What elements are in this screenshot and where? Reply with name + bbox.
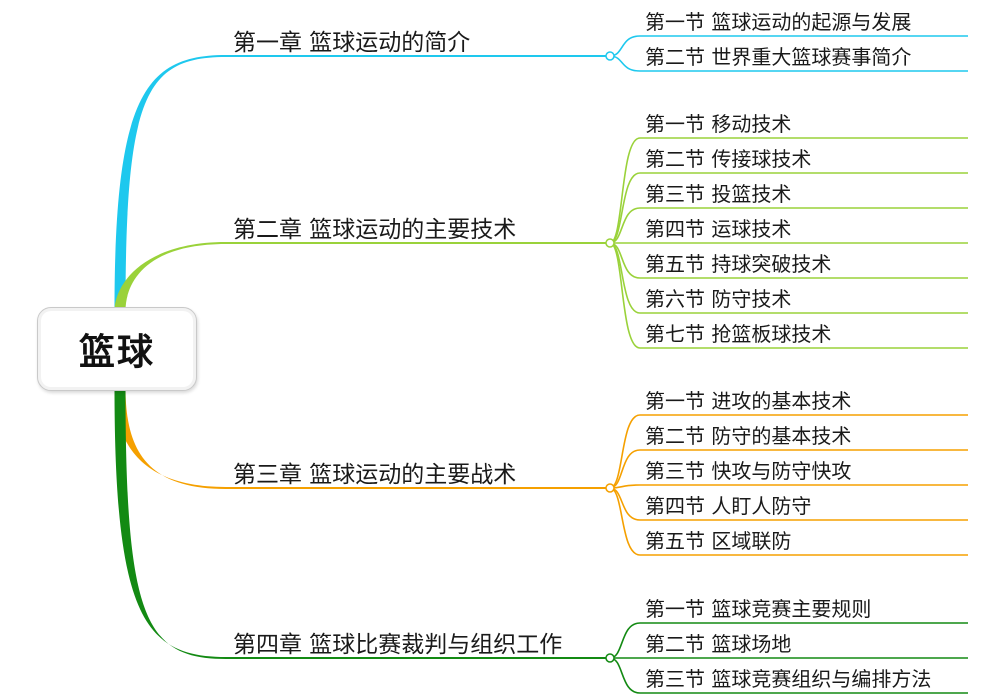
section-label[interactable]: 第七节 抢篮板球技术 <box>645 322 831 346</box>
section-label[interactable]: 第二节 防守的基本技术 <box>645 424 851 448</box>
chapter-label[interactable]: 第一章 篮球运动的简介 <box>233 30 470 56</box>
chapter-hub-dot <box>605 483 615 493</box>
section-branch-line <box>609 484 968 489</box>
section-label[interactable]: 第一节 进攻的基本技术 <box>645 389 851 413</box>
chapter-label[interactable]: 第三章 篮球运动的主要战术 <box>233 462 516 488</box>
chapter-hub-dot <box>605 238 615 248</box>
chapter-hub-dot <box>605 51 615 61</box>
section-label[interactable]: 第五节 持球突破技术 <box>645 252 831 276</box>
section-branch-line <box>609 487 968 556</box>
root-node-label: 篮球 <box>78 332 155 373</box>
section-label[interactable]: 第三节 篮球竞赛组织与编排方法 <box>645 667 931 691</box>
section-label[interactable]: 第四节 人盯人防守 <box>645 494 811 518</box>
section-branch-line <box>609 172 968 244</box>
branch-lines <box>114 35 968 694</box>
section-label[interactable]: 第二节 篮球场地 <box>645 632 791 656</box>
chapter-label[interactable]: 第四章 篮球比赛裁判与组织工作 <box>233 632 562 658</box>
chapter-branch-curve <box>114 55 226 311</box>
section-label[interactable]: 第六节 防守技术 <box>645 287 791 311</box>
section-branch-line <box>609 137 968 244</box>
section-label[interactable]: 第二节 世界重大篮球赛事简介 <box>645 45 911 69</box>
section-branch-line <box>609 242 968 349</box>
section-label[interactable]: 第三节 投篮技术 <box>645 182 791 206</box>
chapter-branch-curve <box>114 387 226 659</box>
section-label[interactable]: 第五节 区域联防 <box>645 529 791 553</box>
chapter-label[interactable]: 第二章 篮球运动的主要技术 <box>233 217 516 243</box>
section-label[interactable]: 第三节 快攻与防守快攻 <box>645 459 851 483</box>
section-branch-line <box>609 414 968 489</box>
chapter-branch-curve <box>114 387 226 489</box>
chapter-branch-curve <box>114 242 226 311</box>
section-label[interactable]: 第一节 篮球运动的起源与发展 <box>645 10 911 34</box>
section-label[interactable]: 第二节 传接球技术 <box>645 147 811 171</box>
root-node[interactable]: 篮球 <box>37 307 197 391</box>
section-label[interactable]: 第四节 运球技术 <box>645 217 791 241</box>
chapter-hub-dot <box>605 653 615 663</box>
section-label[interactable]: 第一节 移动技术 <box>645 112 791 136</box>
section-label[interactable]: 第一节 篮球竞赛主要规则 <box>645 597 871 621</box>
